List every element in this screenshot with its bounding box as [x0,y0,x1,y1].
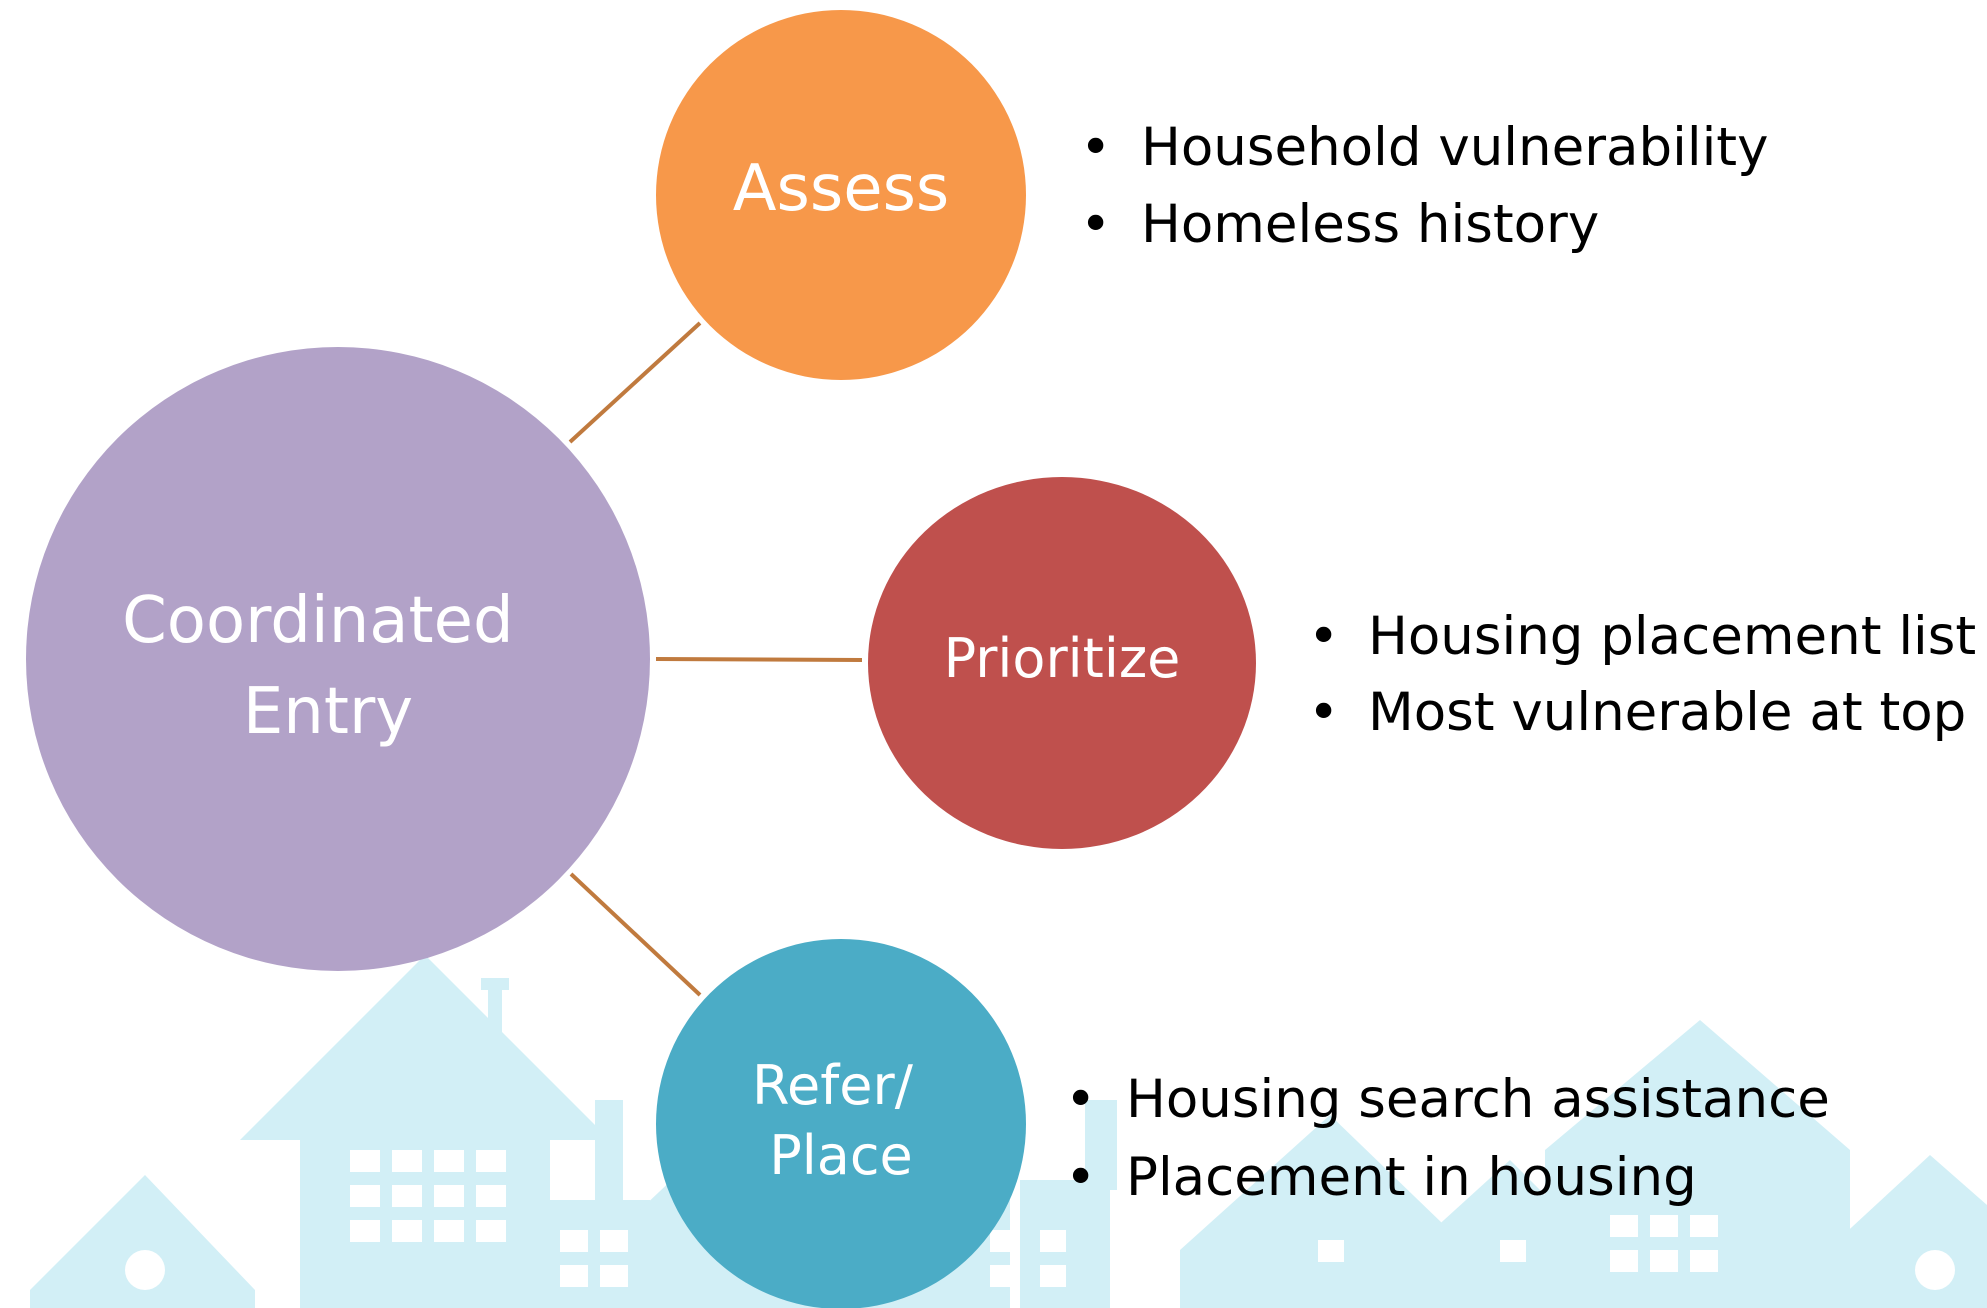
bullet-glyph: • [1065,1147,1096,1208]
svg-text:Assess: Assess [733,152,950,226]
svg-text:Refer/ Place: Refer/ Place [752,1054,930,1187]
node-label-line: Refer/ [752,1054,914,1117]
bullet-list-refer: • Housing search assistance • Placement … [1065,1069,1830,1208]
node-prioritize: Prioritize [868,477,1256,849]
node-label-line: Place [769,1124,913,1187]
node-refer-place: Refer/ Place [656,939,1026,1308]
node-coordinated-entry: Coordinated Entry [26,347,650,971]
bullet-glyph: • [1065,1069,1096,1130]
bullet-list-prioritize: • Housing placement list • Most vulnerab… [1308,606,1976,743]
bullet-glyph: • [1308,606,1339,667]
bullet-item: Most vulnerable at top [1368,682,1966,743]
bullet-glyph: • [1080,194,1111,255]
bullet-glyph: • [1308,682,1339,743]
bullet-item: Housing placement list [1368,606,1976,667]
node-label-line: Entry [243,675,413,749]
connector-prioritize [655,657,863,662]
bullet-item: Placement in housing [1126,1147,1697,1208]
bullet-item: Household vulnerability [1141,117,1768,178]
connector-assess [568,321,702,444]
svg-text:Coordinated Entry: Coordinated Entry [122,584,534,749]
connector-lines [568,321,863,997]
house-windows [125,1150,1955,1290]
connector-refer [569,872,702,997]
svg-text:Prioritize: Prioritize [944,627,1181,690]
node-label-line: Prioritize [944,627,1181,690]
bullet-list-assess: • Household vulnerability • Homeless his… [1080,117,1768,255]
node-assess: Assess [656,10,1026,380]
bullet-item: Housing search assistance [1126,1069,1830,1130]
node-label-line: Coordinated [122,584,513,658]
bullet-glyph: • [1080,117,1111,178]
bullet-item: Homeless history [1141,194,1599,255]
node-label-line: Assess [733,152,950,226]
